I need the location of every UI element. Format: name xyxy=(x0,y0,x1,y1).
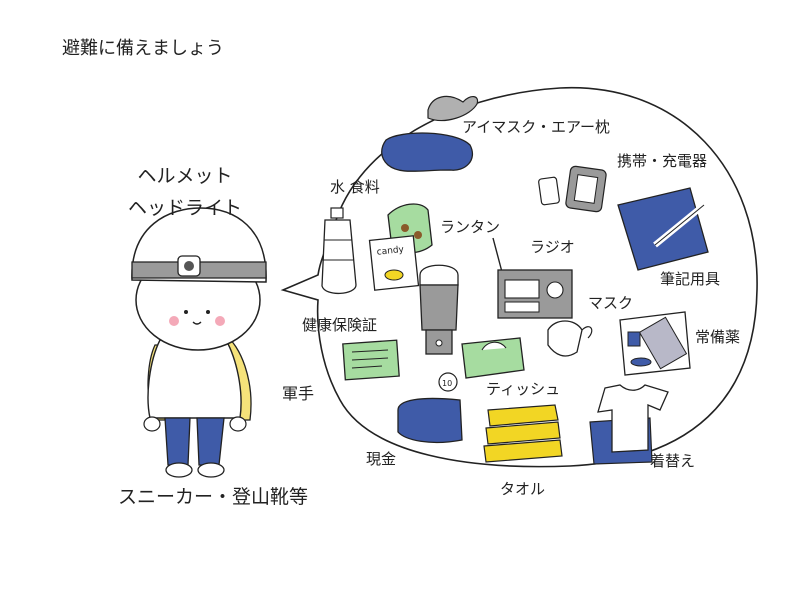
water-bottle-icon xyxy=(321,207,357,295)
towel-icon xyxy=(483,404,563,463)
headlight-label: ヘッドライト xyxy=(128,197,243,219)
item-label-mask: マスク xyxy=(588,294,634,312)
item-label-stationery: 筆記用具 xyxy=(660,270,721,288)
air-pillow-icon xyxy=(381,132,474,172)
pill-pack-icon xyxy=(638,316,688,370)
gloves-label: 軍手 xyxy=(282,384,315,403)
wallet-icon: 10 xyxy=(397,372,463,444)
eye-left xyxy=(184,310,188,314)
radio-icon xyxy=(492,237,573,319)
phone-icon xyxy=(538,165,607,213)
helmet-label: ヘルメット xyxy=(137,165,233,187)
eye-right xyxy=(206,310,210,314)
capsule-icon xyxy=(630,357,652,367)
headlight-lens xyxy=(184,261,194,271)
shoe-left xyxy=(165,462,193,478)
item-label-cash: 現金 xyxy=(366,450,397,468)
item-label-radio: ラジオ xyxy=(530,238,575,256)
item-label-phone: 携帯・充電器 xyxy=(617,152,708,170)
shoes-label: スニーカー・登山靴等 xyxy=(118,486,309,508)
person-figure xyxy=(131,207,267,478)
glove-left xyxy=(143,416,161,432)
candy-pack-text: candy xyxy=(376,245,405,258)
item-label-medicine: 常備薬 xyxy=(695,328,741,346)
item-label-food: 水 食料 xyxy=(330,178,380,196)
coin-text: 10 xyxy=(442,379,452,388)
leg-left xyxy=(164,417,191,466)
insurance-card-icon xyxy=(342,339,400,381)
eyemask-icon xyxy=(381,95,479,172)
item-label-insurance: 健康保険証 xyxy=(302,316,378,334)
lantern-icon xyxy=(419,264,459,355)
leg-right xyxy=(196,417,225,466)
shirt xyxy=(147,339,242,419)
notebook-icon xyxy=(617,187,709,271)
item-label-towel: タオル xyxy=(500,480,546,498)
candy-pack-icon: candy xyxy=(368,235,420,291)
speech-bubble xyxy=(280,87,758,468)
cheek-left xyxy=(169,316,179,326)
coin-icon xyxy=(438,372,458,392)
page-title: 避難に備えましょう xyxy=(62,38,224,59)
item-label-lantern: ランタン xyxy=(440,218,501,236)
cheek-right xyxy=(215,316,225,326)
item-label-eyemask: アイマスク・エアー枕 xyxy=(462,118,611,136)
tissue-box-icon xyxy=(461,337,525,379)
mouth xyxy=(192,321,202,325)
clothes-icon xyxy=(589,384,669,465)
medicine-icon xyxy=(619,311,691,376)
glove-right xyxy=(229,416,247,432)
item-label-tissue: ティッシュ xyxy=(486,380,561,398)
pill-bottle-icon xyxy=(627,331,641,347)
shoe-right xyxy=(197,462,225,478)
helmet-headlight-labels: ヘルメット ヘッドライト xyxy=(128,160,242,224)
item-label-clothes: 着替え xyxy=(650,452,696,470)
mask-icon xyxy=(547,320,593,357)
